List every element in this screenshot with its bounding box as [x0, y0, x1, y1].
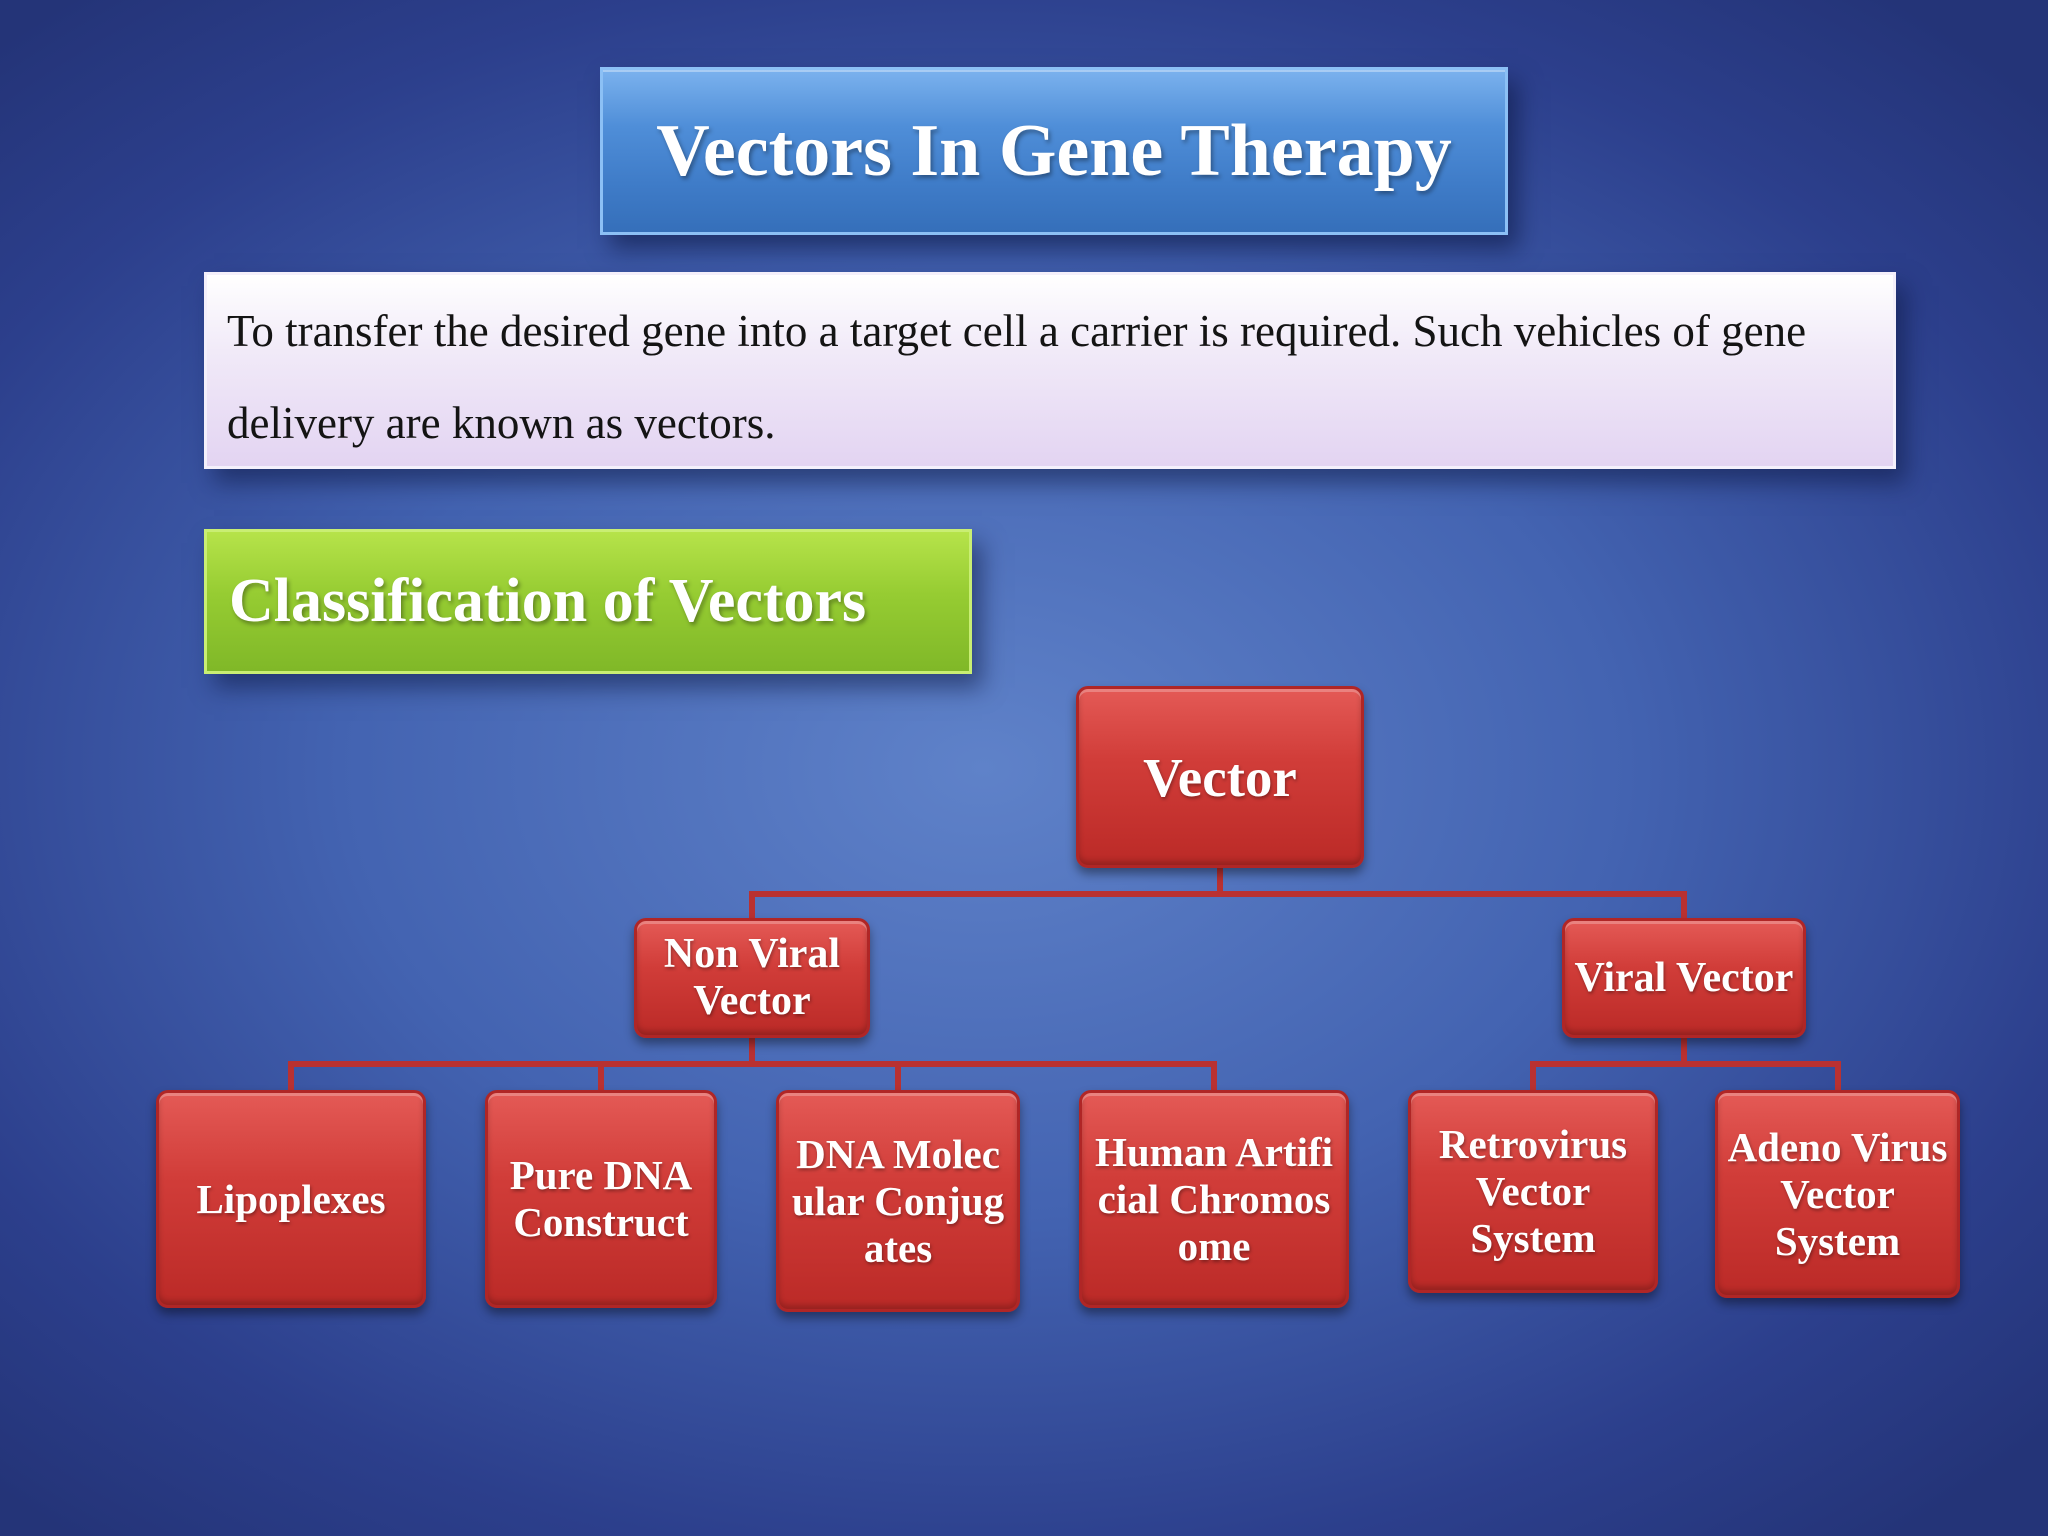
definition-box: To transfer the desired gene into a targ… [204, 272, 1896, 469]
slide-title: Vectors In Gene Therapy [656, 109, 1452, 192]
node-human-artificial-chromosome-label: Human Artificial Chromosome [1094, 1128, 1334, 1269]
node-dna-molecular-conjugates: DNA Molecular Conjugates [776, 1090, 1020, 1312]
node-pure-dna-construct: Pure DNA Construct [485, 1090, 717, 1308]
node-dna-molecular-conjugates-label: DNA Molecular Conjugates [791, 1130, 1005, 1271]
node-viral-vector: Viral Vector [1562, 918, 1806, 1038]
node-lipoplexes-label: Lipoplexes [196, 1175, 386, 1222]
node-non-viral-vector: Non Viral Vector [634, 918, 870, 1038]
node-viral-vector-label: Viral Vector [1574, 954, 1794, 1001]
classification-heading: Classification of Vectors [229, 567, 867, 635]
node-human-artificial-chromosome: Human Artificial Chromosome [1079, 1090, 1349, 1308]
classification-banner: Classification of Vectors [204, 529, 972, 674]
definition-text: To transfer the desired gene into a targ… [227, 306, 1807, 448]
node-vector: Vector [1076, 686, 1364, 868]
node-vector-label: Vector [1143, 746, 1297, 808]
node-non-viral-vector-label: Non Viral Vector [663, 931, 841, 1024]
node-pure-dna-construct-label: Pure DNA Construct [509, 1152, 693, 1245]
node-adeno-virus-vector-system: Adeno Virus Vector System [1715, 1090, 1960, 1298]
node-lipoplexes: Lipoplexes [156, 1090, 426, 1308]
node-adeno-virus-vector-system-label: Adeno Virus Vector System [1727, 1123, 1948, 1264]
node-retrovirus-vector-system-label: Retrovirus Vector System [1438, 1121, 1628, 1261]
title-banner: Vectors In Gene Therapy [600, 67, 1508, 235]
node-retrovirus-vector-system: Retrovirus Vector System [1408, 1090, 1658, 1293]
